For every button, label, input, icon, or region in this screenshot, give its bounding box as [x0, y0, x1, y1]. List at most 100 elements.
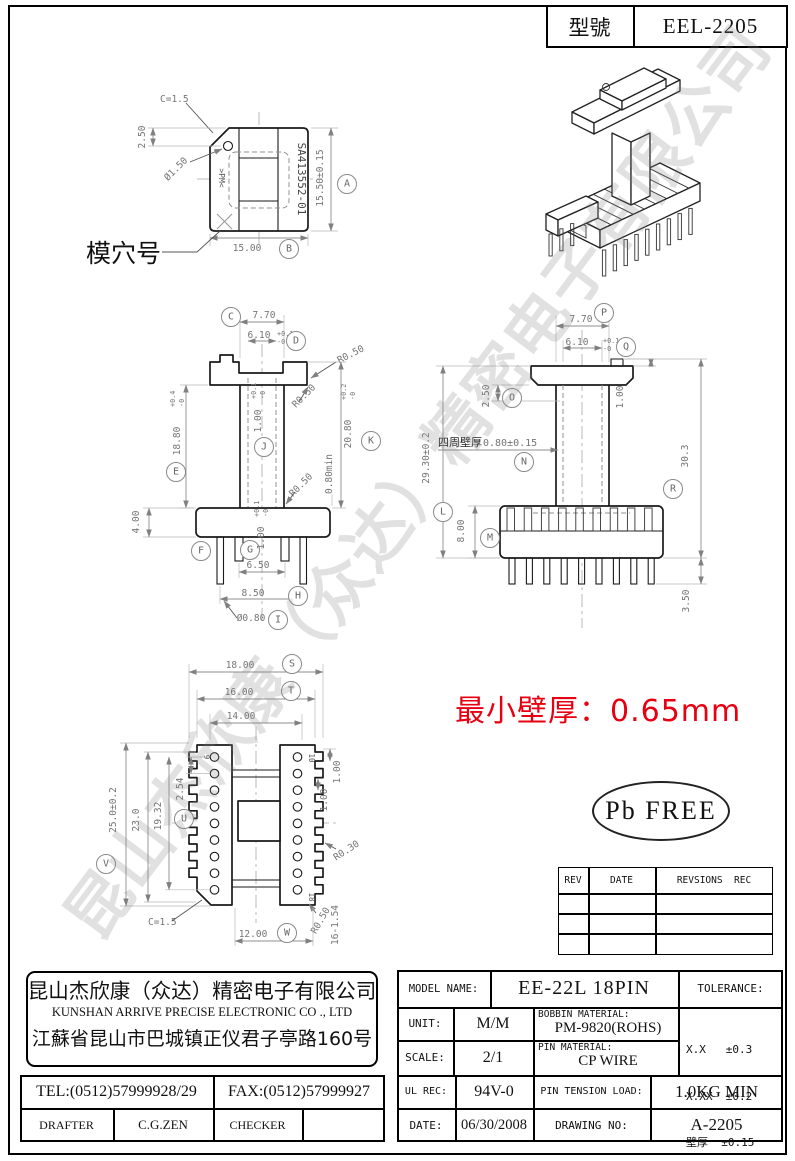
model-name-value: EE-22L 18PIN	[518, 977, 650, 999]
top-view-part: >PM< SA413552-01	[197, 112, 322, 247]
r050-mid: R0.50	[290, 382, 318, 410]
dim-chamfer: C=1.5	[148, 917, 177, 928]
dim-250: 2.50	[137, 125, 148, 148]
svg-text:D: D	[293, 336, 299, 347]
dim-dia150: Ø1.50	[162, 155, 190, 183]
svg-text:R: R	[670, 484, 677, 495]
tolerance-label: TOLERANCE:	[697, 982, 764, 995]
front-view-part	[195, 344, 331, 622]
tol-100-p: +0.1	[250, 383, 258, 399]
dim-1600: 16.00	[225, 687, 254, 698]
ul-value: 94V-0	[474, 1082, 514, 1100]
dim-width: 15.00	[233, 243, 262, 254]
dim-100b: 1.00	[319, 788, 330, 811]
bobbin-material-value: PM-9820(ROHS)	[554, 1020, 662, 1036]
dim-400: 4.00	[131, 510, 142, 533]
tel: TEL:(0512)57999928/29	[36, 1082, 197, 1100]
svg-text:G: G	[247, 545, 253, 556]
svg-text:O: O	[509, 393, 515, 404]
dim-2930: 29.30±0.2	[421, 432, 432, 483]
balloon-l: L	[433, 502, 453, 522]
dim-230: 23.0	[131, 808, 142, 831]
balloon-p: P	[594, 303, 614, 323]
tol-2080-p: +0.2	[340, 384, 348, 400]
date-value: 06/30/2008	[460, 1116, 528, 1133]
svg-text:F: F	[198, 546, 204, 557]
base-comb-slots	[506, 507, 653, 532]
company-name-en: KUNSHAN ARRIVE PRECISE ELECTRONIC CO ., …	[51, 1005, 353, 1019]
dim-1200: 12.00	[239, 929, 268, 940]
pin-holes-right	[292, 752, 303, 895]
dim-100: 1.00	[253, 409, 264, 432]
dim-1932: 19.32	[153, 802, 164, 831]
drawing-no-label: DRAWING NO:	[555, 1118, 628, 1132]
dim-100: 1.00	[615, 385, 626, 408]
revisions-header: REVSIONS REC	[676, 874, 752, 886]
pin-material-cell: PIN MATERIAL: CP WIRE	[538, 1042, 678, 1073]
drafter-label: DRAFTER	[39, 1117, 94, 1132]
balloon-s: S	[282, 654, 302, 674]
plan-view-svg: 9 10 18 18.00 S 16.00 T 14.00	[96, 654, 362, 946]
balloon-n: N	[514, 452, 534, 472]
svg-text:W: W	[284, 928, 291, 939]
side-view-dimensions: 7.70 P 6.10 +0.1 -0 Q 2.50 O 1.00 四	[421, 303, 707, 612]
svg-text:B: B	[286, 244, 292, 255]
model-value: EEL-2205	[662, 14, 759, 38]
balloon-m: M	[480, 528, 500, 548]
dim-100a: 1.00	[332, 760, 343, 783]
plan-view-part: 9 10 18	[172, 727, 338, 923]
svg-text:S: S	[289, 659, 295, 670]
checker-value	[302, 1108, 385, 1142]
dim-250: 2.50	[481, 384, 492, 407]
svg-text:T: T	[288, 686, 294, 697]
r050-top: R0.50	[336, 343, 367, 366]
svg-text:P: P	[601, 308, 607, 319]
svg-text:E: E	[173, 467, 179, 478]
tol-x: X.X ±0.3	[686, 1043, 753, 1056]
pb-free-badge: Pb FREE	[592, 781, 730, 841]
dim-1800: 18.00	[226, 660, 255, 671]
r030: R0.30	[332, 838, 362, 863]
cavity-x-mark	[216, 213, 233, 230]
date-header: DATE	[610, 874, 633, 886]
front-view-svg: C 7.70 6.10 +0.1 -0 D R0.50 R0.50 18.80 …	[131, 307, 381, 630]
checker-label: CHECKER	[229, 1117, 286, 1132]
dim-850: 8.50	[242, 588, 265, 599]
wall-note-label: 四周壁厚	[438, 435, 482, 449]
dim-2500: 25.0±0.2	[108, 787, 119, 833]
scale-label: SCALE:	[405, 1051, 445, 1064]
balloon-q: Q	[616, 337, 636, 357]
model-name-label: MODEL NAME:	[408, 982, 479, 995]
svg-text:U: U	[181, 814, 187, 825]
unit-label: UNIT:	[408, 1017, 442, 1030]
dim-800: 8.00	[456, 519, 467, 542]
balloon-t: T	[281, 681, 301, 701]
model-label: 型號	[568, 15, 611, 40]
tol-610-p: +0.1	[603, 337, 619, 345]
svg-text:N: N	[521, 457, 527, 468]
svg-text:M: M	[487, 533, 493, 544]
scale-value: 2/1	[482, 1048, 504, 1066]
balloon-e: E	[166, 462, 186, 482]
pb-free-label: Pb FREE	[605, 796, 717, 825]
dim-g100: 1.00	[256, 526, 267, 549]
balloon-j: J	[254, 437, 274, 457]
model-box	[546, 5, 788, 48]
bobbin-material-label: BOBBIN MATERIAL:	[538, 1009, 630, 1020]
drawing-no-value: A-2205	[690, 1115, 743, 1134]
balloon-a: A	[337, 174, 357, 194]
balloon-g: G	[240, 540, 260, 560]
tol-1880-m: -0	[178, 399, 186, 407]
wall-note-value: 0.80±0.15	[483, 438, 537, 449]
balloon-v: V	[96, 854, 116, 874]
top-view-dimensions: C=1.5 2.50 Ø1.50 15.50±0.15 A 15.00 B	[86, 94, 357, 268]
svg-text:Q: Q	[623, 342, 629, 353]
dim-610: 6.10	[566, 337, 589, 348]
dim-350: 3.50	[681, 589, 692, 612]
svg-text:C: C	[228, 312, 234, 323]
balloon-k: K	[361, 431, 381, 451]
dim-chamfer: C=1.5	[160, 94, 189, 105]
dim-dia080: Ø0.80	[237, 613, 266, 624]
balloon-d: D	[286, 331, 306, 351]
